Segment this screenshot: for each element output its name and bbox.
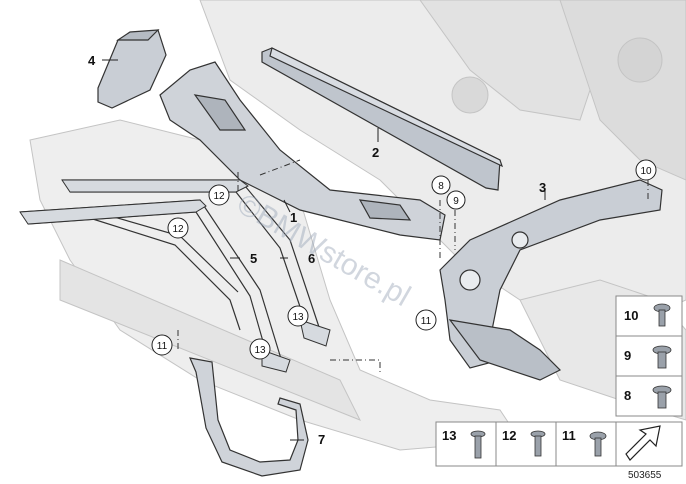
part-3-bracket [439,179,663,381]
callout-labels: 4 2 3 1 5 6 7 [88,53,546,447]
callout-3: 3 [539,180,546,195]
callout-4: 4 [88,53,96,68]
fastener-12-box: 12 [495,421,557,467]
fastener-11-box: 11 [555,421,617,467]
svg-text:10: 10 [640,166,652,177]
diagram-id: 503655 [628,470,662,481]
bolt-9-icon [652,345,672,369]
svg-text:12: 12 [213,191,225,202]
ref-11-right: 11 [415,309,437,331]
direction-arrow-box [615,421,683,467]
ref-9: 9 [446,190,466,210]
ref-12-top: 12 [208,184,230,206]
part-4-cover [97,29,167,109]
svg-text:12: 12 [502,428,516,443]
callout-6: 6 [308,251,315,266]
fastener-9-box: 9 [615,335,683,377]
direction-arrow-icon [625,425,661,461]
callout-2: 2 [372,145,379,160]
screw-12-icon [530,430,546,457]
ref-10: 10 [635,159,657,181]
bolt-8-icon [652,385,672,409]
svg-text:10: 10 [624,308,638,323]
ref-13-mid: 13 [287,305,309,327]
svg-text:8: 8 [438,181,444,192]
nut-11-icon [589,431,607,457]
ref-11-left: 11 [151,334,173,356]
callout-7: 7 [318,432,325,447]
ref-12-left: 12 [167,217,189,239]
bolt-10-icon [653,303,671,327]
part-2-rail [261,47,504,191]
svg-text:9: 9 [624,348,631,363]
ref-8: 8 [431,175,451,195]
part-1-crossmember [159,61,446,241]
fastener-legend-column: 10 9 8 [615,295,683,417]
svg-text:13: 13 [442,428,456,443]
callout-5: 5 [250,251,257,266]
leader-lines [177,159,649,375]
svg-text:13: 13 [254,345,266,356]
svg-text:13: 13 [292,312,304,323]
svg-text:12: 12 [172,224,184,235]
circle-refs: 8 9 10 12 12 13 13 11 [151,159,657,360]
svg-text:9: 9 [453,196,459,207]
svg-text:11: 11 [157,341,168,352]
callout-leaders [102,59,546,441]
svg-text:11: 11 [562,428,576,443]
fastener-legend-row: 13 12 11 [435,421,683,467]
fastener-8-box: 8 [615,375,683,417]
fastener-10-box: 10 [615,295,683,337]
strut-fills [19,179,331,373]
svg-text:8: 8 [624,388,631,403]
fastener-13-box: 13 [435,421,497,467]
ref-13-bottom: 13 [249,338,271,360]
callout-1: 1 [290,210,297,225]
screw-13-icon [470,430,486,459]
part-7-bracket [189,357,309,477]
svg-text:11: 11 [421,316,432,327]
